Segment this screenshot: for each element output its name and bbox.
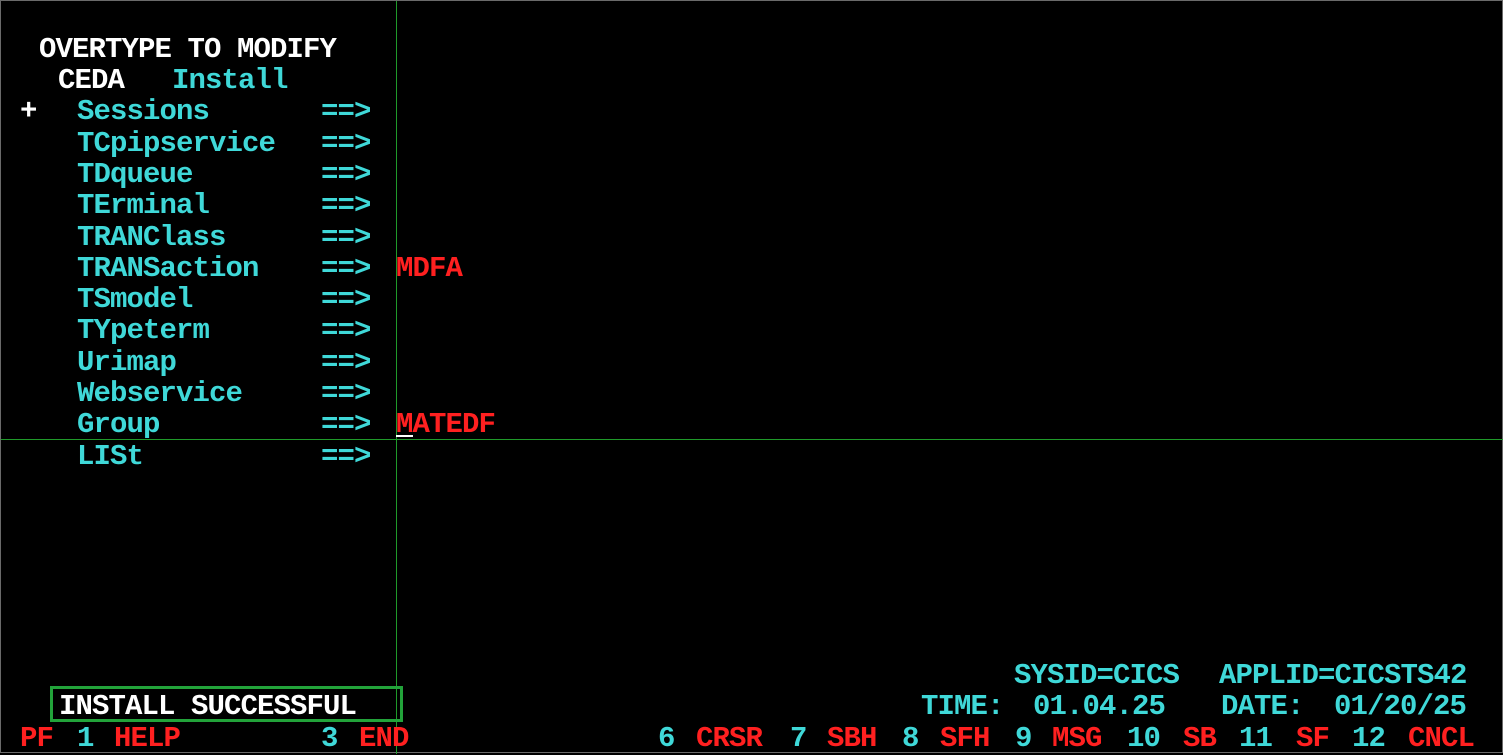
pf3-end[interactable]: END [359,722,409,755]
command-function: Install [172,64,288,97]
field-label-tcpipservice: TCpipservice [77,127,276,160]
pf8-sfh[interactable]: SFH [940,722,990,755]
field-arrow: ==> [321,283,371,316]
message-highlight-box [50,686,403,722]
pf7-sbh[interactable]: SBH [827,722,877,755]
date-value: 01/20/25 [1334,690,1467,723]
field-arrow: ==> [321,440,371,473]
pf6-crsr[interactable]: CRSR [696,722,763,755]
status-message: INSTALL SUCCESSFUL [59,690,357,723]
pf9-msg[interactable]: MSG [1052,722,1102,755]
field-arrow: ==> [321,95,371,128]
field-arrow: ==> [321,377,371,410]
field-arrow: ==> [321,127,371,160]
field-arrow: ==> [321,158,371,191]
field-arrow: ==> [321,221,371,254]
pf12-cncl[interactable]: CNCL [1408,722,1475,755]
pf-key-number: 6 [658,722,675,755]
pf-key-number: 11 [1239,722,1273,755]
time-label: TIME: [921,690,1004,723]
applid-label: APPLID=CICSTS42 [1219,659,1467,692]
field-arrow: ==> [321,314,371,347]
sysid-label: SYSID=CICS [1014,659,1180,692]
time-value: 01.04.25 [1033,690,1166,723]
field-label-webservice: Webservice [77,377,243,410]
crosshair-horizontal [1,439,1503,440]
pf10-sb[interactable]: SB [1183,722,1217,755]
field-label-group: Group [77,408,160,441]
group-input[interactable]: MATEDF [396,408,496,441]
field-label-typeterm: TYpeterm [77,314,210,347]
screen-title: OVERTYPE TO MODIFY [39,33,337,66]
pf-key-number: 1 [77,722,94,755]
field-label-transaction: TRANSaction [77,252,259,285]
command-name: CEDA [58,64,125,97]
pf-key-number: 12 [1352,722,1386,755]
field-label-urimap: Urimap [77,346,177,379]
pf-key-number: 3 [321,722,338,755]
field-label-sessions: Sessions [77,95,210,128]
pf11-sf[interactable]: SF [1296,722,1330,755]
pf-key-number: 9 [1015,722,1032,755]
scroll-indicator: + [20,95,37,128]
crosshair-vertical [396,1,397,754]
pf-prefix: PF [20,722,54,755]
transaction-input[interactable]: MDFA [396,252,463,285]
text-cursor [396,435,413,437]
field-arrow: ==> [321,408,371,441]
field-arrow: ==> [321,252,371,285]
field-label-list: LISt [77,440,144,473]
field-label-tsmodel: TSmodel [77,283,193,316]
field-label-tdqueue: TDqueue [77,158,193,191]
field-arrow: ==> [321,189,371,222]
pf-key-number: 8 [902,722,919,755]
pf-key-number: 10 [1127,722,1161,755]
pf1-help[interactable]: HELP [114,722,181,755]
field-arrow: ==> [321,346,371,379]
field-label-tranclass: TRANClass [77,221,226,254]
field-label-terminal: TErminal [77,189,210,222]
date-label: DATE: [1221,690,1304,723]
pf-key-number: 7 [790,722,807,755]
